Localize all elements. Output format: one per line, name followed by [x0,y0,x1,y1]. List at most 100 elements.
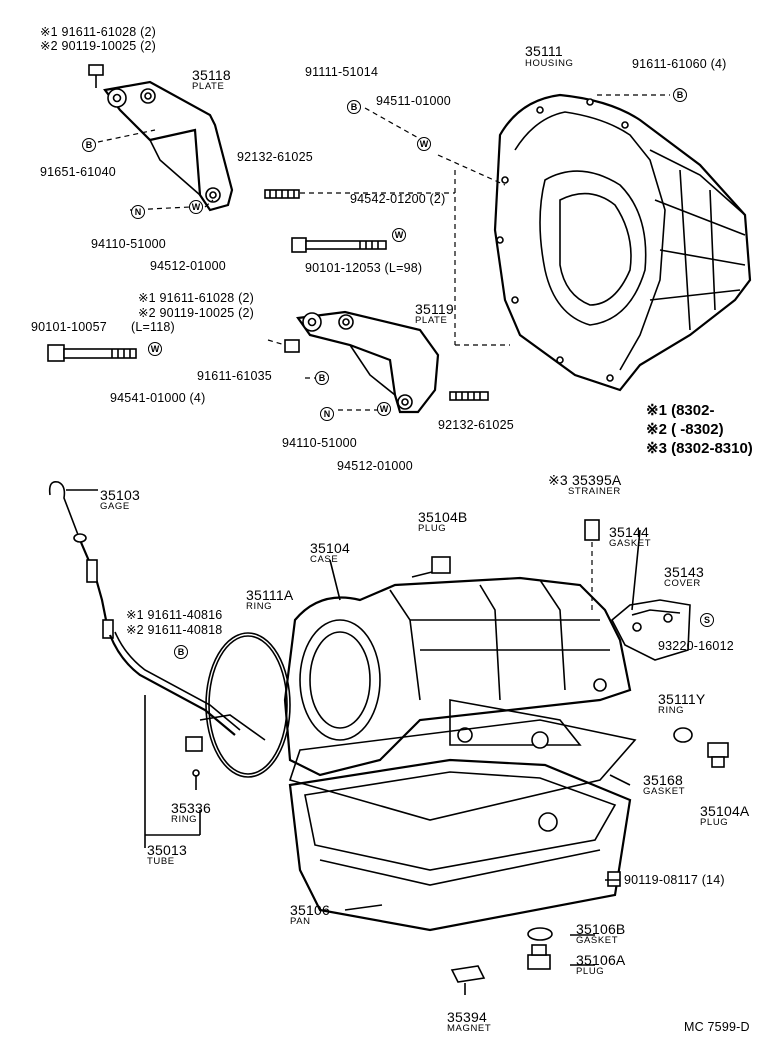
label-tube: TUBE [147,856,175,867]
stud-bottom-drawing [449,391,489,401]
label-gasket-35106b: GASKET [576,935,619,946]
label-35143: 35143 [664,564,704,580]
label-94511-01000: 94511-01000 [376,94,451,108]
label-plate-35119: PLATE [415,315,448,326]
label-35104: 35104 [310,540,350,556]
label-b1-note: ※1 91611-61028 (2) [138,291,255,305]
label-a2-note: ※2 90119-10025 (2) [40,39,157,53]
gasket-35144-drawing [610,599,691,661]
label-35118: 35118 [192,67,231,83]
label-c2-note: ※2 91611-40818 [126,623,223,637]
label-94512-01000-bottom: 94512-01000 [337,459,413,473]
plug-35104b-drawing [411,556,451,578]
ref-n-bracket-icon: N [320,407,334,421]
label-35106a: 35106A [576,952,626,968]
label-94512-01000-top: 94512-01000 [150,259,226,273]
legend-line-2: ※2 ( -8302) [646,421,724,438]
label-35013: 35013 [147,842,187,858]
magnet-35394-drawing [450,965,486,983]
case-35104-drawing [283,576,632,777]
label-35168: 35168 [643,772,683,788]
bolt-long-top-drawing [291,237,387,253]
label-magnet: MAGNET [447,1023,492,1034]
label-b2-note: ※2 90119-10025 (2) [138,306,255,320]
label-gasket-35144: GASKET [609,538,652,549]
label-94110-51000-bottom: 94110-51000 [282,436,357,450]
label-ring-35111y: RING [658,705,685,716]
label-35106: 35106 [290,902,330,918]
plug-35104a-drawing [707,742,729,768]
label-35394: 35394 [447,1009,487,1025]
plug-35106a-drawing [527,944,551,970]
label-90101-10057-length: (L=118) [131,320,175,334]
ref-w-bolt2-icon: W [148,342,162,356]
label-strainer: STRAINER [568,486,621,497]
label-91611-61035: 91611-61035 [197,369,272,383]
bolt-pan-drawing [607,871,621,887]
label-plug-35104b: PLUG [418,523,447,534]
ref-n-icon: N [131,205,145,219]
label-cover: COVER [664,578,701,589]
label-35144: 35144 [609,524,649,540]
label-91111-51014: 91111-51014 [305,65,379,79]
ref-w-icon: W [417,137,431,151]
label-35336: 35336 [171,800,211,816]
label-94110-51000-top: 94110-51000 [91,237,166,251]
label-35111a: 35111A [246,587,294,603]
ref-s-icon: S [700,613,714,627]
label-35395a: ※3 35395A [548,472,622,488]
diagram-code: MC 7599-D [684,1020,750,1034]
ref-b-bracket-icon: B [315,371,329,385]
label-plate-35118: PLATE [192,81,225,92]
ring-35111y-drawing [673,727,693,743]
label-35104a: 35104A [700,803,750,819]
ref-w-plate-icon: W [189,200,203,214]
plate-35119-drawing [284,310,440,414]
label-92132-61025-top: 92132-61025 [237,150,313,164]
label-35104b: 35104B [418,509,468,525]
label-94541-01000: 94541-01000 (4) [110,391,206,405]
housing-35111-drawing [493,93,752,392]
label-91611-61060: 91611-61060 (4) [632,57,727,71]
label-pan: PAN [290,916,311,927]
label-ring-35336: RING [171,814,198,825]
plate-35118-drawing [88,64,234,212]
label-35111y: 35111Y [658,691,706,707]
label-gage: GAGE [100,501,130,512]
ref-b-housing-icon: B [673,88,687,102]
label-93220-16012: 93220-16012 [658,639,734,653]
label-plug-35104a: PLUG [700,817,729,828]
label-94542-01200: 94542-01200 (2) [350,192,446,206]
gasket-35106b-drawing [527,927,553,941]
label-ring-35111a: RING [246,601,273,612]
legend-line-3: ※3 (8302-8310) [646,440,753,457]
ring-35111a-drawing [205,632,291,778]
label-35111: 35111 [525,43,563,59]
label-90119-08117: 90119-08117 (14) [624,873,725,887]
label-plug-35106a: PLUG [576,966,605,977]
ref-b-plate-icon: B [82,138,96,152]
label-35106b: 35106B [576,921,626,937]
tube-35013-drawing [108,631,266,777]
ref-w-bolt-icon: W [392,228,406,242]
ref-b-tube-icon: B [174,645,188,659]
label-90101-10057: 90101-10057 [31,320,107,334]
label-90101-12053: 90101-12053 (L=98) [305,261,423,275]
label-c1-note: ※1 91611-40816 [126,608,223,622]
legend-line-1: ※1 (8302- [646,402,715,419]
gage-35103-drawing [48,480,114,639]
label-35103: 35103 [100,487,140,503]
label-case: CASE [310,554,339,565]
label-35119: 35119 [415,301,454,317]
ref-w-bracket-icon: W [377,402,391,416]
strainer-drawing [584,519,600,541]
bolt-long-bottom-drawing [47,344,137,362]
label-92132-61025-bottom: 92132-61025 [438,418,514,432]
stud-top-drawing [264,189,300,199]
ref-b-icon: B [347,100,361,114]
label-91651-61040: 91651-61040 [40,165,116,179]
pan-35106-drawing [288,758,632,932]
label-a1-note: ※1 91611-61028 (2) [40,25,157,39]
